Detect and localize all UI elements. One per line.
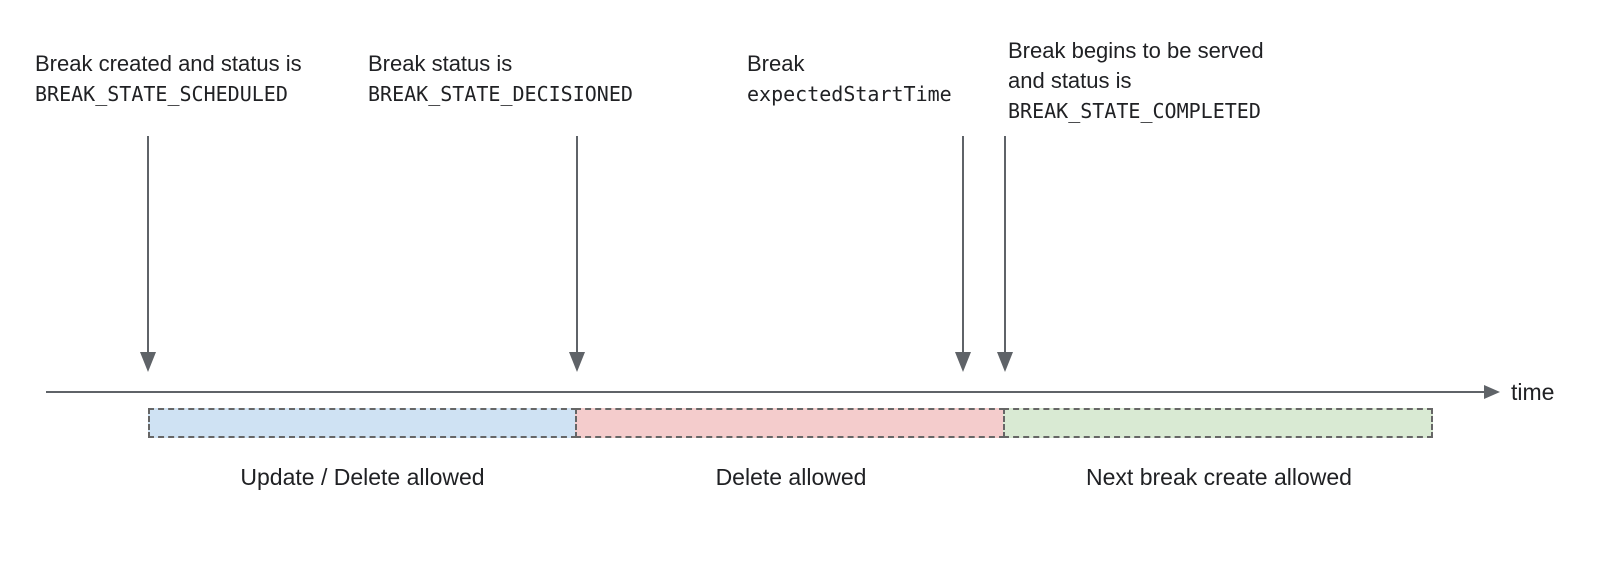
arrow-shaft — [147, 136, 149, 352]
annotation-break-completed: Break begins to be served and status is … — [1008, 36, 1264, 126]
arrow-down-icon — [955, 352, 971, 372]
arrow-shaft — [1004, 136, 1006, 352]
annotation-code: BREAK_STATE_SCHEDULED — [35, 82, 288, 106]
annotation-text: Break — [747, 51, 805, 76]
arrow-right-icon — [1484, 385, 1500, 399]
annotation-code: expectedStartTime — [747, 82, 952, 106]
annotation-code: BREAK_STATE_DECISIONED — [368, 82, 633, 106]
down-arrow-completed — [997, 136, 1013, 372]
arrow-shaft — [576, 136, 578, 352]
annotation-text: Break status is — [368, 51, 513, 76]
time-axis — [46, 391, 1486, 393]
down-arrow-decisioned — [569, 136, 585, 372]
segment-next-break-create-allowed — [1003, 408, 1433, 438]
down-arrow-scheduled — [140, 136, 156, 372]
arrow-down-icon — [140, 352, 156, 372]
segment-label-update-delete: Update / Delete allowed — [240, 464, 485, 490]
segment-label-next-break-create: Next break create allowed — [1086, 464, 1352, 490]
annotation-text: and status is — [1008, 68, 1132, 93]
annotation-text: Break begins to be served — [1008, 38, 1264, 63]
arrow-down-icon — [569, 352, 585, 372]
segment-label-delete: Delete allowed — [715, 464, 867, 490]
arrow-down-icon — [997, 352, 1013, 372]
arrow-shaft — [962, 136, 964, 352]
annotation-break-expected-start: Break expectedStartTime — [747, 49, 952, 109]
segment-update-delete-allowed — [148, 408, 577, 438]
segment-delete-allowed — [575, 408, 1005, 438]
time-axis-label: time — [1511, 379, 1555, 405]
annotation-break-decisioned: Break status is BREAK_STATE_DECISIONED — [368, 49, 633, 109]
annotation-break-scheduled: Break created and status is BREAK_STATE_… — [35, 49, 302, 109]
annotation-code: BREAK_STATE_COMPLETED — [1008, 99, 1261, 123]
down-arrow-expected-start — [955, 136, 971, 372]
annotation-text: Break created and status is — [35, 51, 302, 76]
